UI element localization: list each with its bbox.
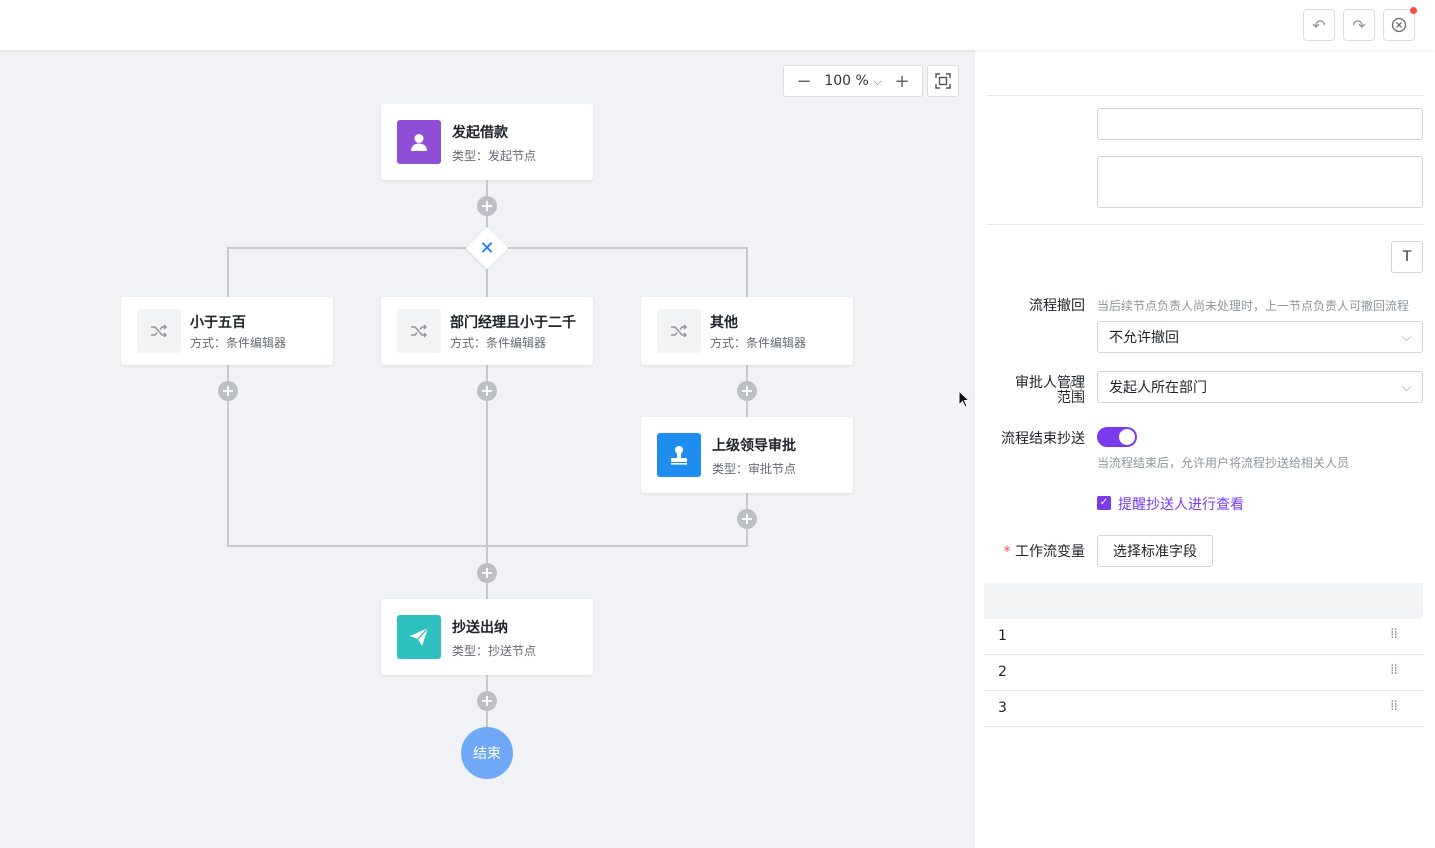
redo-button[interactable]: ↷ (1343, 9, 1375, 41)
select-standard-field-button[interactable]: 选择标准字段 (1097, 535, 1213, 567)
scope-label: 审批人管理 范围 (1015, 376, 1085, 406)
zoom-value: 100 % (824, 73, 869, 89)
chevron-down-icon: ⌵ (1401, 329, 1411, 344)
withdraw-select[interactable]: 不允许撤回 ⌵ (1097, 321, 1423, 353)
approval-node[interactable]: 上级领导审批 类型：审批节点 (641, 417, 853, 493)
scope-label-line: 范围 (1057, 390, 1085, 406)
branch-node[interactable]: 部门经理且小于二千 方式：条件编辑器 (381, 297, 593, 365)
connector-line (486, 350, 488, 750)
chevron-down-icon: ⌵ (873, 75, 882, 88)
mouse-cursor-icon (958, 390, 970, 408)
node-subtitle: 方式：条件编辑器 (190, 336, 287, 350)
drag-handle-icon[interactable]: ⁞⁞ (1390, 626, 1398, 642)
info-icon[interactable]: i (1070, 379, 1083, 392)
textarea[interactable] (1097, 156, 1423, 208)
add-node-button[interactable]: + (737, 381, 757, 401)
row-index: 1 (998, 628, 1007, 644)
text-format-button[interactable]: T (1391, 241, 1423, 273)
text-input[interactable] (1097, 108, 1423, 140)
shuffle-icon (397, 309, 441, 353)
zoom-out-button[interactable]: − (796, 70, 812, 92)
node-subtitle: 类型：抄送节点 (452, 644, 537, 658)
flow-canvas[interactable]: − 100 % ⌵ + 发起借款 类型：发起节点 + ✕ 小于五百 方式：条件编… (0, 50, 975, 848)
variables-label: * 工作流变量 (1004, 541, 1085, 561)
user-icon (397, 120, 441, 164)
fit-view-button[interactable] (927, 65, 959, 97)
drag-handle-icon[interactable]: ⁞⁞ (1390, 662, 1398, 678)
node-title: 抄送出纳 (452, 620, 508, 636)
zoom-select[interactable]: 100 % ⌵ (824, 73, 881, 89)
close-icon[interactable]: ✕ (479, 237, 495, 259)
cc-node[interactable]: 抄送出纳 类型：抄送节点 (381, 599, 593, 675)
scope-label-line: 审批人管理 (1015, 375, 1085, 391)
close-circle-icon (1391, 17, 1407, 33)
table-row: 2 ⁞⁞ (984, 655, 1423, 691)
branch-node[interactable]: 小于五百 方式：条件编辑器 (121, 297, 333, 365)
stamp-icon (657, 433, 701, 477)
row-index: 2 (998, 664, 1007, 680)
cc-on-end-label: 流程结束抄送 (1001, 431, 1085, 447)
end-node[interactable]: 结束 (461, 727, 513, 779)
undo-button[interactable]: ↶ (1303, 9, 1335, 41)
undo-icon: ↶ (1312, 15, 1326, 35)
close-button[interactable] (1383, 7, 1417, 41)
add-node-button[interactable]: + (477, 196, 497, 216)
scope-value: 发起人所在部门 (1109, 380, 1207, 396)
scope-select[interactable]: 发起人所在部门 ⌵ (1097, 371, 1423, 403)
node-subtitle: 方式：条件编辑器 (450, 336, 547, 350)
node-subtitle: 方式：条件编辑器 (710, 336, 807, 350)
notification-dot (1410, 7, 1417, 14)
add-node-button[interactable]: + (477, 563, 497, 583)
branch-node[interactable]: 其他 方式：条件编辑器 (641, 297, 853, 365)
add-node-button[interactable]: + (737, 509, 757, 529)
add-node-button[interactable]: + (477, 381, 497, 401)
start-node[interactable]: 发起借款 类型：发起节点 (381, 104, 593, 180)
shuffle-icon (137, 309, 181, 353)
remind-label[interactable]: 提醒抄送人进行查看 (1118, 497, 1244, 513)
chevron-down-icon: ⌵ (1401, 379, 1411, 394)
divider (986, 224, 1423, 225)
drag-handle-icon[interactable]: ⁞⁞ (1390, 698, 1398, 714)
zoom-in-button[interactable]: + (894, 70, 910, 92)
top-bar: ↶ ↷ (0, 0, 1435, 50)
withdraw-label: 流程撤回 (1029, 298, 1085, 314)
table-row: 3 ⁞⁞ (984, 691, 1423, 727)
row-index: 3 (998, 700, 1007, 716)
node-title: 上级领导审批 (712, 438, 796, 454)
add-node-button[interactable]: + (218, 381, 238, 401)
divider (986, 95, 1423, 96)
variables-table-header (984, 583, 1423, 619)
node-title: 小于五百 (190, 315, 246, 331)
fit-screen-icon (935, 73, 951, 89)
node-title: 发起借款 (452, 125, 508, 141)
cc-on-end-hint: 当流程结束后，允许用户将流程抄送给相关人员 (1097, 456, 1350, 470)
required-mark: * (1003, 544, 1011, 560)
redo-icon: ↷ (1352, 15, 1366, 35)
node-title: 部门经理且小于二千 (450, 315, 576, 331)
withdraw-hint: 当后续节点负责人尚未处理时，上一节点负责人可撤回流程 (1097, 299, 1410, 313)
table-row: 1 ⁞⁞ (984, 619, 1423, 655)
add-node-button[interactable]: + (477, 691, 497, 711)
properties-panel: T 流程撤回 当后续节点负责人尚未处理时，上一节点负责人可撤回流程 不允许撤回 … (975, 50, 1435, 848)
shuffle-icon (657, 309, 701, 353)
send-icon (397, 615, 441, 659)
variables-label-text: 工作流变量 (1015, 544, 1085, 560)
remind-checkbox[interactable]: ✓ (1097, 496, 1111, 510)
zoom-control: − 100 % ⌵ + (783, 65, 923, 97)
node-title: 其他 (710, 315, 738, 331)
node-subtitle: 类型：发起节点 (452, 149, 537, 163)
withdraw-value: 不允许撤回 (1109, 330, 1179, 346)
cc-on-end-toggle[interactable] (1097, 427, 1137, 447)
node-subtitle: 类型：审批节点 (712, 462, 797, 476)
toggle-knob (1119, 429, 1135, 445)
end-node-label: 结束 (473, 746, 501, 762)
text-format-label: T (1402, 249, 1412, 265)
